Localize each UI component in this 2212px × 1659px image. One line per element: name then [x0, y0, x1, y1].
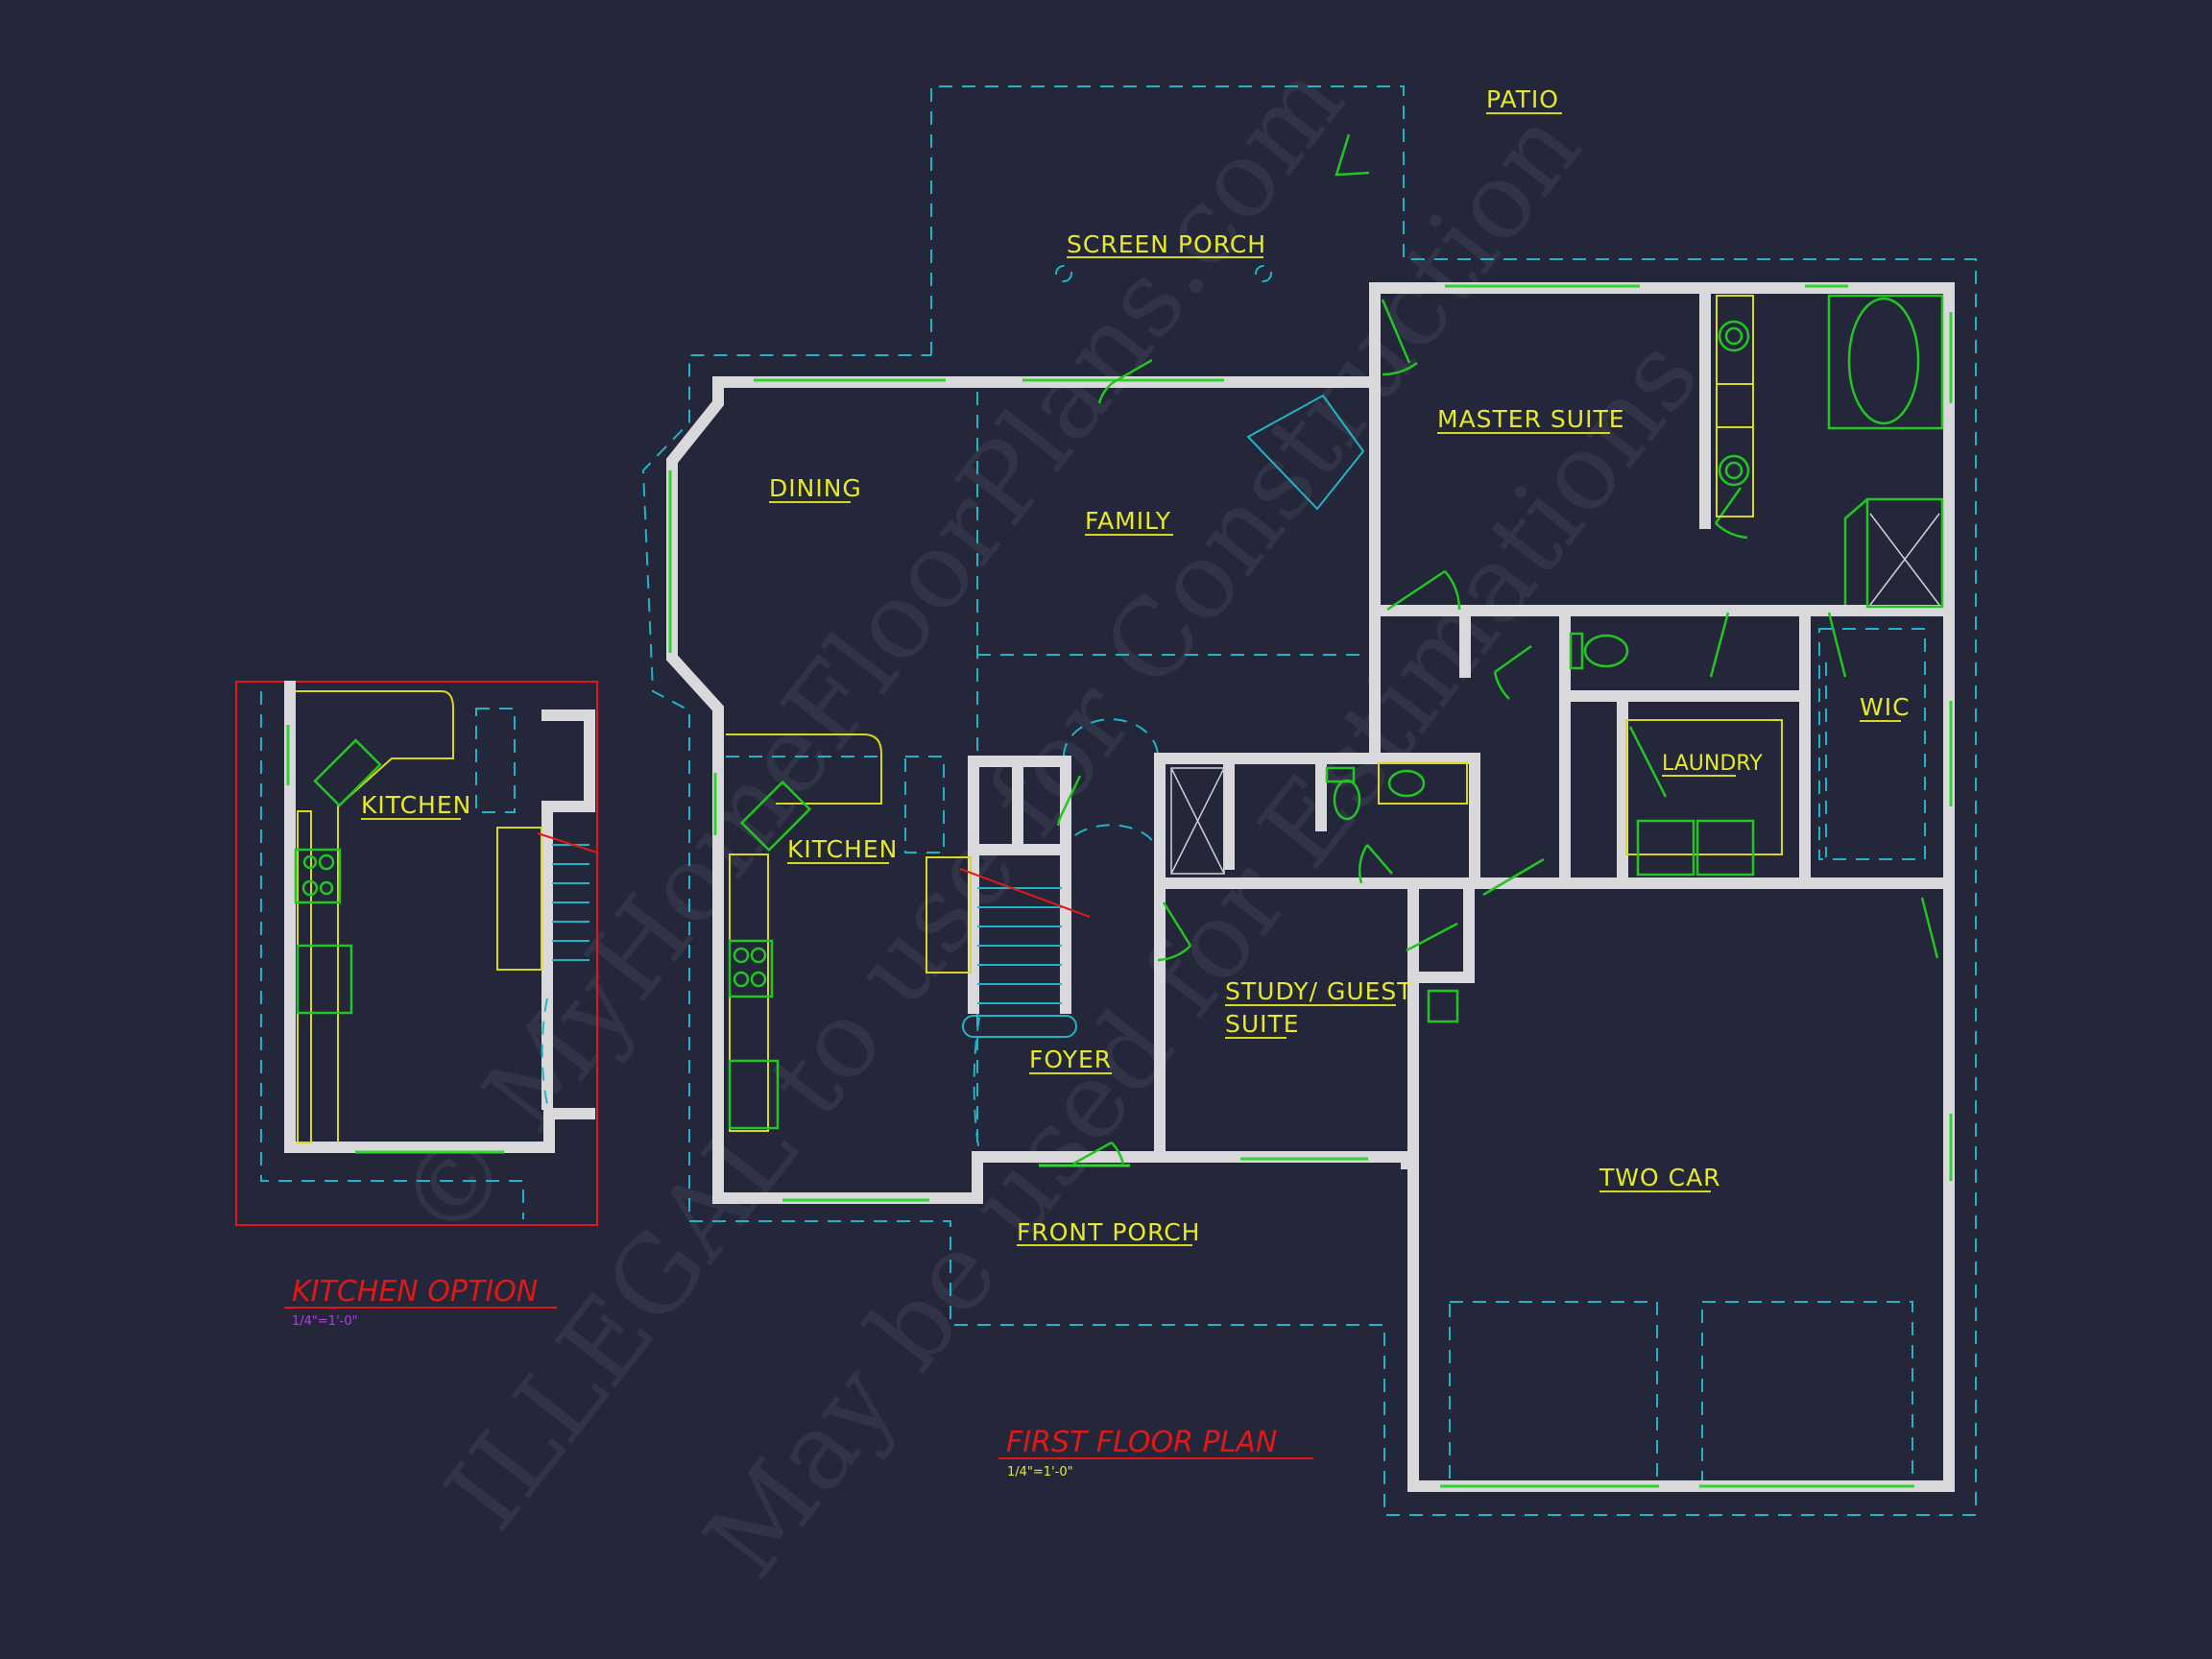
label-master-suite: MASTER SUITE [1437, 405, 1625, 433]
label-study-guest: STUDY/ GUEST [1225, 977, 1413, 1005]
titles: KITCHEN OPTION 1/4"=1'-0" FIRST FLOOR PL… [284, 1275, 1313, 1479]
watermark: © MyHomeFloorPlans.com ILLEGAL to use fo… [374, 40, 1722, 1599]
windows [668, 284, 1953, 1488]
label-kitchen-option-room: KITCHEN [361, 791, 471, 819]
label-patio: PATIO [1486, 85, 1559, 113]
label-family: FAMILY [1085, 507, 1171, 535]
label-dining: DINING [769, 474, 862, 502]
room-labels: PATIO SCREEN PORCH MASTER SUITE DINING F… [361, 85, 1911, 1246]
plan-title: FIRST FLOOR PLAN [1006, 1426, 1277, 1459]
label-suite: SUITE [1225, 1010, 1300, 1038]
label-laundry: LAUNDRY [1662, 752, 1763, 776]
label-foyer: FOYER [1029, 1046, 1112, 1073]
kitchen-option-title: KITCHEN OPTION [292, 1275, 538, 1309]
label-screen-porch: SCREEN PORCH [1067, 230, 1266, 258]
label-kitchen: KITCHEN [787, 835, 898, 863]
doors [1056, 133, 1939, 1166]
fixtures [726, 265, 1944, 1132]
walls [666, 282, 1955, 1492]
label-front-porch: FRONT PORCH [1017, 1218, 1200, 1246]
kitchen-option-inset [235, 681, 598, 1226]
stairs [959, 868, 1091, 1038]
plan-scale: 1/4"=1'-0" [1007, 1465, 1073, 1479]
label-wic: WIC [1860, 693, 1911, 721]
label-two-car: TWO CAR [1599, 1164, 1721, 1191]
kitchen-option-scale: 1/4"=1'-0" [292, 1314, 358, 1329]
